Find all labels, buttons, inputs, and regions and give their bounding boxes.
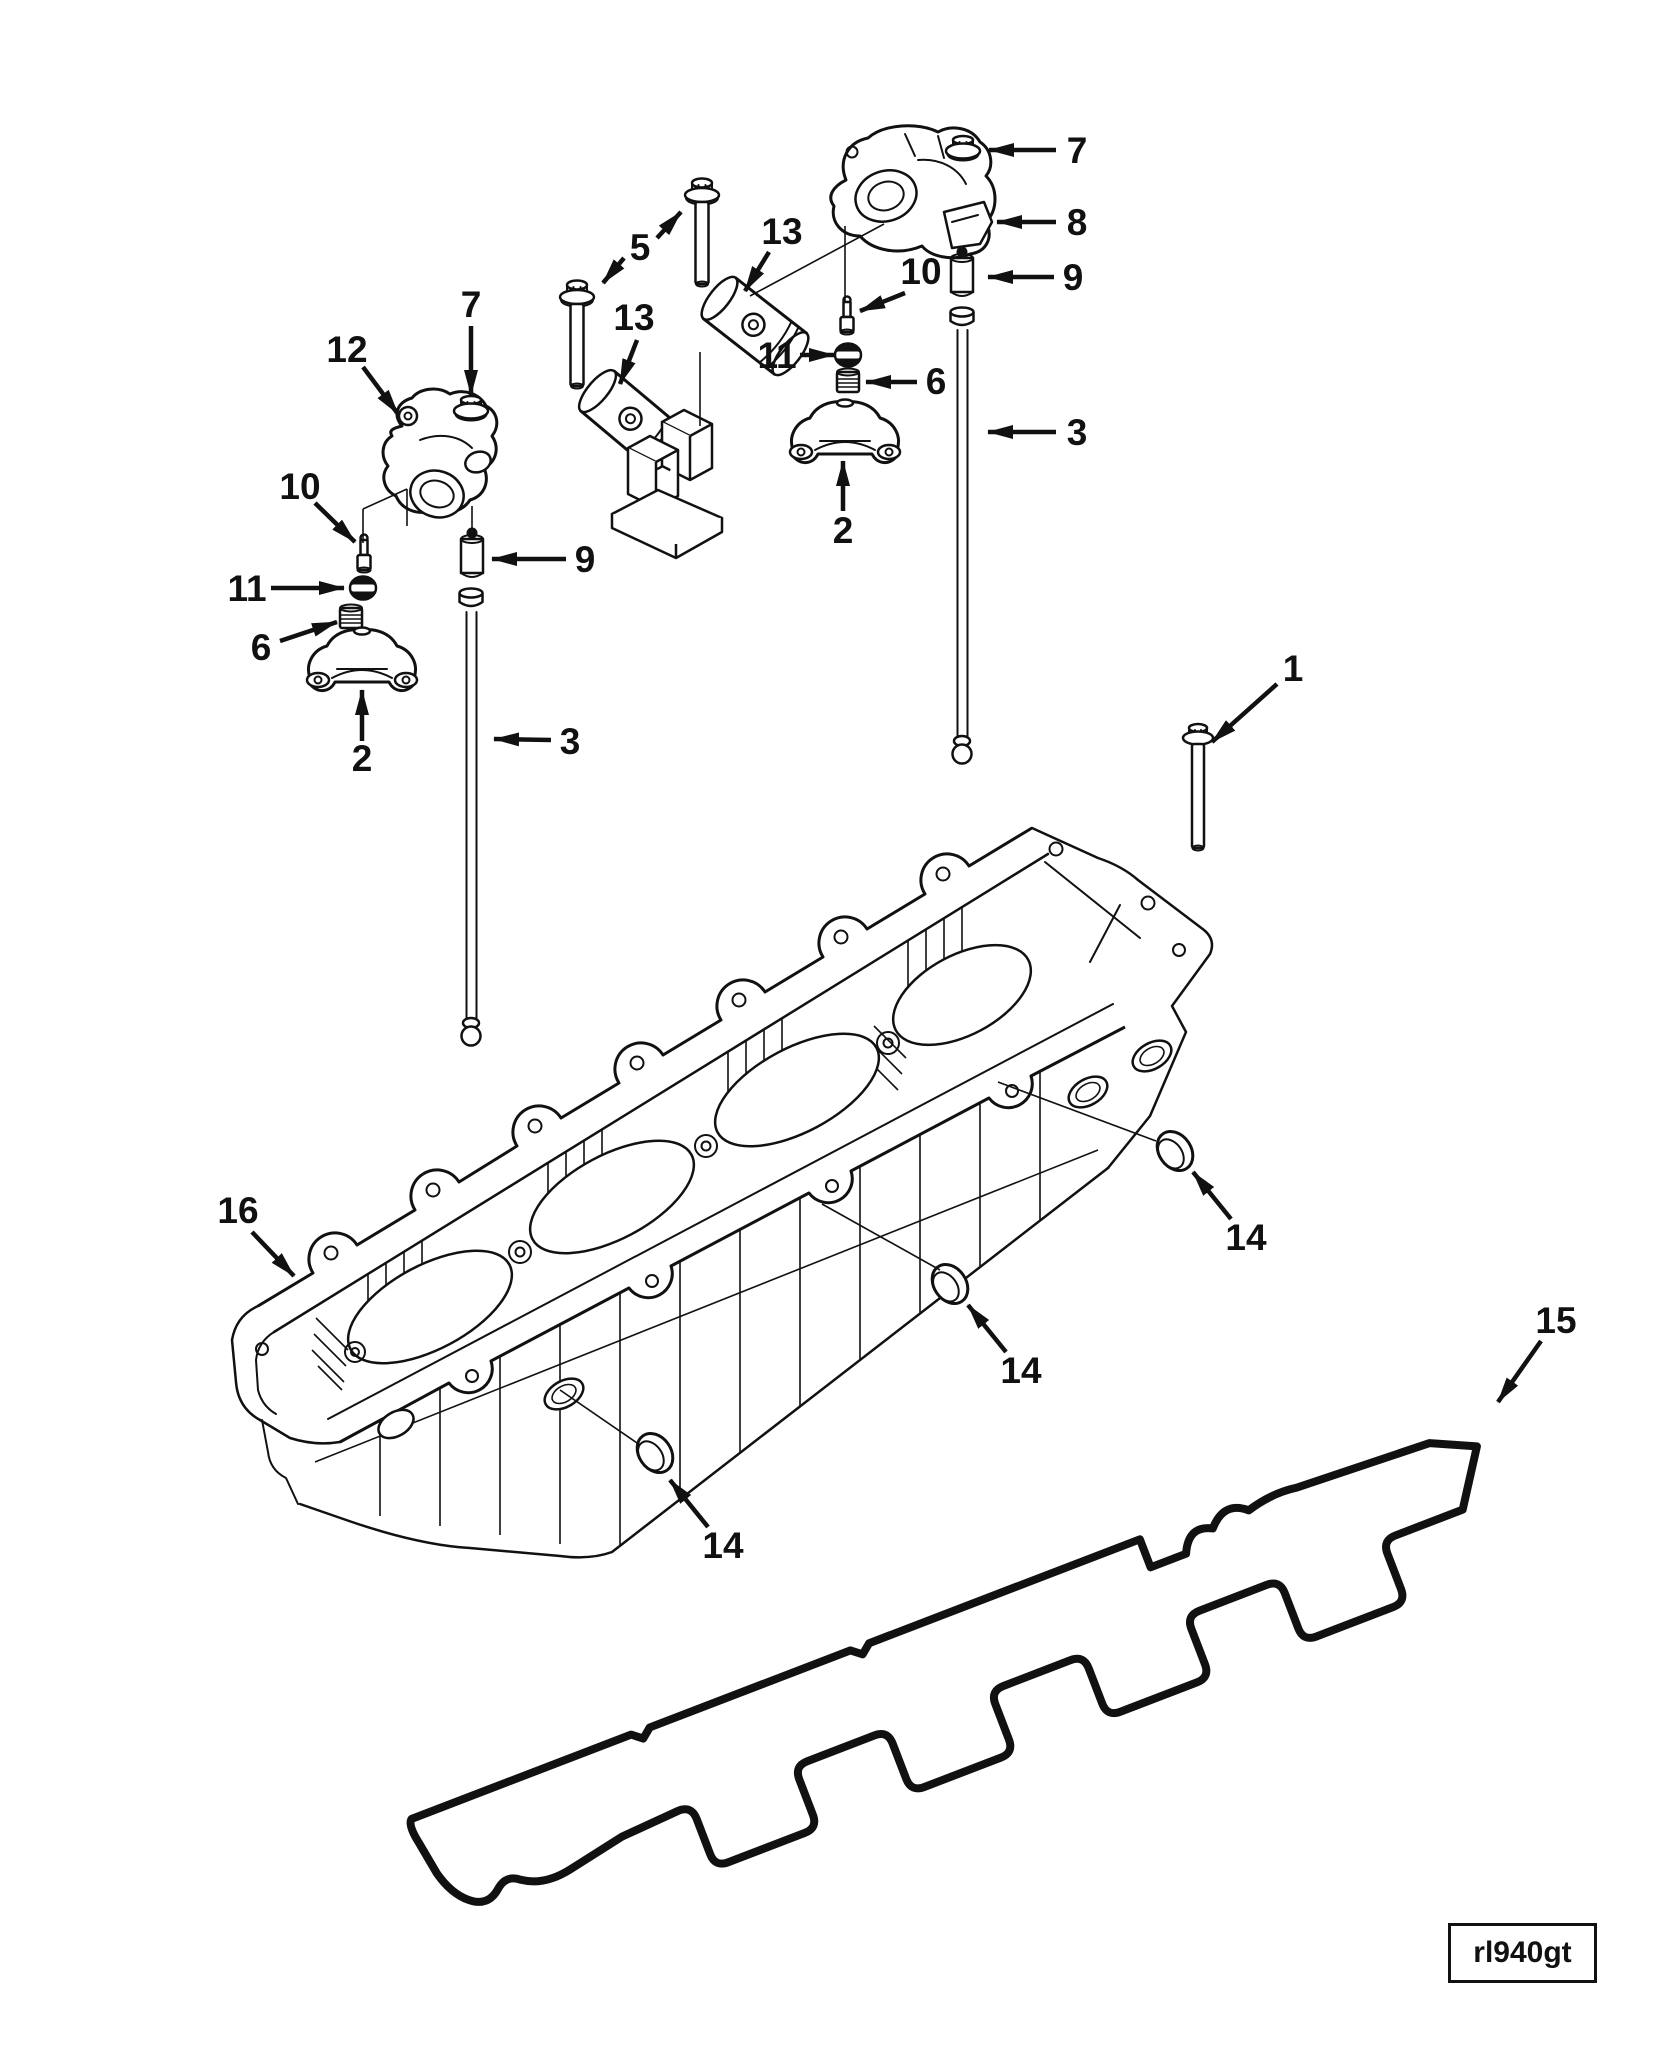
callout-label-screw-10-left: 10 bbox=[279, 466, 320, 507]
callout-label-plug-14-c: 14 bbox=[702, 1525, 744, 1566]
callout-label-screw-10-right: 10 bbox=[900, 251, 941, 292]
housing-bolt-1 bbox=[1181, 722, 1215, 852]
adjusting-screw-10-right bbox=[839, 295, 855, 336]
callout-label-rocker-8: 8 bbox=[1067, 202, 1088, 243]
pushrod-cup-left bbox=[458, 587, 484, 608]
housing-ports bbox=[377, 1039, 1173, 1440]
callout-label-bolt-1: 1 bbox=[1283, 648, 1304, 689]
callout-arrow-plug-14-b bbox=[966, 1303, 1008, 1354]
figure-code: rl940gt bbox=[1473, 1936, 1572, 1969]
housing-top-rail-holes bbox=[323, 866, 951, 1261]
callout-label-nut-7-left: 7 bbox=[461, 284, 482, 325]
callout-label-guide-9-right: 9 bbox=[1063, 257, 1084, 298]
housing-skirt-ribs bbox=[379, 1071, 1041, 1546]
callout-arrow-screw-10-left bbox=[313, 501, 357, 544]
valve-cover-gasket-15 bbox=[406, 1439, 1481, 1906]
guide-9-left bbox=[459, 526, 485, 579]
pushrod-3-left bbox=[460, 611, 482, 1047]
callout-arrow-lifter-13-left bbox=[617, 339, 640, 385]
callout-label-bolts-5: 5 bbox=[630, 227, 651, 268]
housing-stud-towers bbox=[344, 1031, 900, 1363]
leader-line-0 bbox=[749, 223, 885, 297]
pedestal-4 bbox=[610, 408, 724, 560]
callout-label-insert-6-right: 6 bbox=[926, 361, 947, 402]
crosshead-2-left bbox=[305, 626, 419, 693]
callout-label-crosshead-2-center: 2 bbox=[833, 510, 854, 551]
crosshead-2-center bbox=[788, 398, 902, 465]
callout-arrow-gasket-15 bbox=[1496, 1339, 1543, 1404]
callout-label-housing-16: 16 bbox=[217, 1190, 258, 1231]
leader-line-4 bbox=[362, 488, 408, 510]
rocker-bolt-5a bbox=[683, 177, 721, 288]
callout-label-insert-6-left: 6 bbox=[251, 627, 272, 668]
callout-label-ball-11-left: 11 bbox=[227, 568, 266, 609]
callout-label-lifter-13-right: 13 bbox=[761, 211, 802, 252]
callout-arrow-insert-6-left bbox=[279, 619, 338, 644]
callout-label-rocker-12: 12 bbox=[326, 329, 367, 370]
rocker-housing-16 bbox=[230, 826, 1214, 1559]
callouts: 1 7 8 9 3 10 11 6 2 5 13 13 12 7 10 11 6 2 9 3 16 14 14 14 15 bbox=[217, 130, 1576, 1566]
callout-label-plug-14-b: 14 bbox=[1000, 1350, 1042, 1391]
housing-top-rail bbox=[257, 826, 1033, 1308]
rocker-bolt-5b bbox=[558, 279, 596, 390]
callout-label-nut-7-right: 7 bbox=[1067, 130, 1088, 171]
housing-hatch bbox=[311, 1025, 907, 1391]
callout-label-gasket-15: 15 bbox=[1535, 1300, 1576, 1341]
pushrod-cup-right bbox=[949, 306, 975, 327]
callout-arrow-lifter-13-right bbox=[743, 250, 771, 293]
housing-front-rail-holes bbox=[465, 1084, 1019, 1383]
leader-lines bbox=[362, 223, 1157, 1446]
figure-code-box: rl940gt bbox=[1448, 1923, 1597, 1983]
ball-11-right bbox=[833, 342, 863, 368]
callout-label-ball-11-right: 11 bbox=[757, 335, 796, 376]
housing-saddles bbox=[346, 943, 1033, 1365]
housing-front-rail bbox=[339, 1025, 1126, 1444]
callout-label-crosshead-2-left: 2 bbox=[352, 738, 373, 779]
leader-line-8 bbox=[821, 1203, 941, 1271]
housing-top-rail-inner bbox=[272, 852, 1050, 1334]
callout-arrow-housing-16 bbox=[250, 1230, 296, 1278]
callout-arrow-bolts-5 bbox=[655, 210, 683, 240]
callout-arrow-rocker-12 bbox=[361, 365, 400, 416]
adjusting-screw-10-left bbox=[356, 533, 372, 574]
housing-left-cap bbox=[230, 1304, 342, 1445]
callout-arrow-plug-14-c bbox=[668, 1478, 710, 1529]
callout-arrow-bolt-1 bbox=[1210, 682, 1279, 744]
callout-label-lifter-13-left: 13 bbox=[613, 297, 654, 338]
pushrod-3-right bbox=[951, 329, 973, 765]
ball-11-left bbox=[348, 575, 378, 601]
callout-arrow-pushrod-3-left bbox=[493, 732, 552, 747]
callout-label-plug-14-a: 14 bbox=[1225, 1217, 1267, 1258]
callout-label-pushrod-3-right: 3 bbox=[1067, 412, 1088, 453]
insert-6-right bbox=[835, 367, 861, 394]
insert-6-left bbox=[338, 603, 364, 630]
leader-line-7 bbox=[997, 1081, 1157, 1142]
housing-right-cap bbox=[1030, 826, 1214, 1170]
cup-plug-14-c bbox=[628, 1425, 682, 1481]
callout-arrow-bolts-5 bbox=[601, 256, 626, 285]
housing-skirt bbox=[298, 1166, 1110, 1559]
callout-label-guide-9-left: 9 bbox=[575, 539, 596, 580]
callout-arrow-plug-14-a bbox=[1191, 1170, 1233, 1221]
leader-line-9 bbox=[559, 1389, 641, 1446]
callout-label-pushrod-3-left: 3 bbox=[560, 721, 581, 762]
cup-plug-14-a bbox=[1148, 1123, 1202, 1179]
callout-arrow-screw-10-right bbox=[859, 290, 906, 314]
